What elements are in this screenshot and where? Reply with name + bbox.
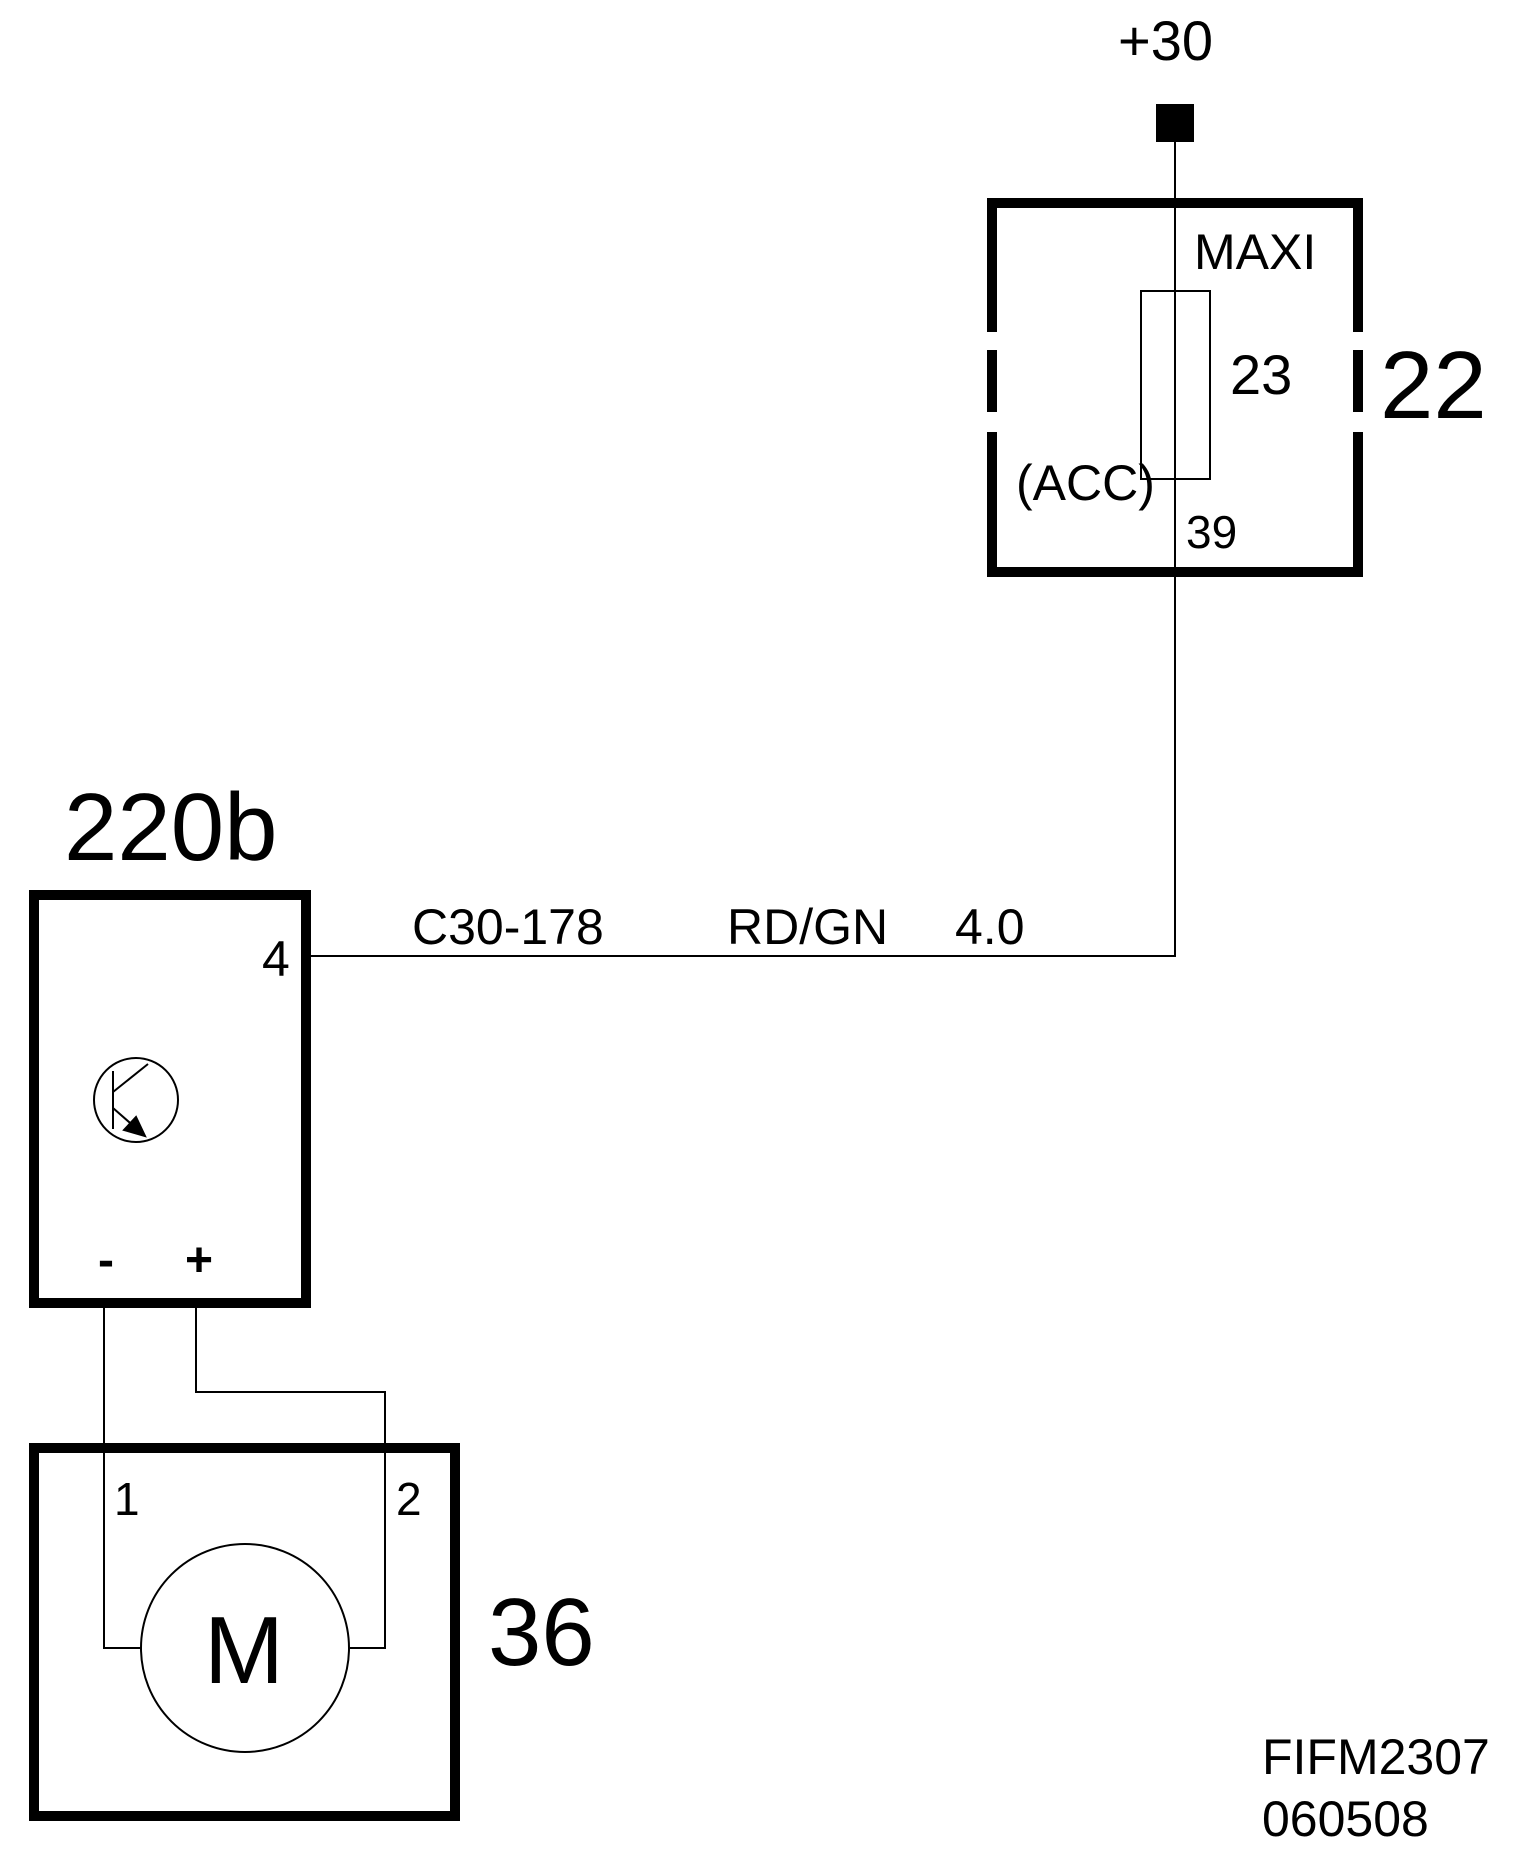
pos-wire [195, 1303, 386, 1649]
figure-id: FIFM2307 [1262, 1729, 1490, 1785]
motor-symbol: M [204, 1597, 284, 1704]
module-id: 220b [64, 774, 278, 881]
wire-circuit-id: C30-178 [412, 899, 604, 955]
motor-icon [140, 1543, 350, 1753]
motor-pin1-label: 1 [114, 1473, 140, 1525]
supply-label: +30 [1118, 9, 1213, 72]
motor-box [29, 1443, 460, 1821]
motor-id: 36 [488, 1579, 595, 1686]
date-code: 060508 [1262, 1791, 1429, 1847]
motor-pin2-label: 2 [396, 1473, 422, 1525]
module-neg-label: - [98, 1234, 114, 1287]
wire-color-code: RD/GN [727, 899, 888, 955]
module-pos-label: + [185, 1234, 213, 1287]
main-wire [306, 572, 1176, 957]
supply-terminal [1156, 104, 1194, 142]
fuse-type-label: MAXI [1194, 224, 1316, 280]
fuse-output-pin-label: 39 [1186, 506, 1237, 558]
wire-gauge: 4.0 [955, 899, 1025, 955]
fuse-circuit-label: (ACC) [1016, 455, 1155, 511]
module-box [29, 890, 311, 1308]
fuse-box-id: 22 [1380, 332, 1487, 439]
transistor-icon [93, 1057, 179, 1143]
module-pin-label: 4 [262, 931, 290, 987]
neg-wire [103, 1303, 141, 1649]
fuse-number-label: 23 [1230, 343, 1292, 406]
